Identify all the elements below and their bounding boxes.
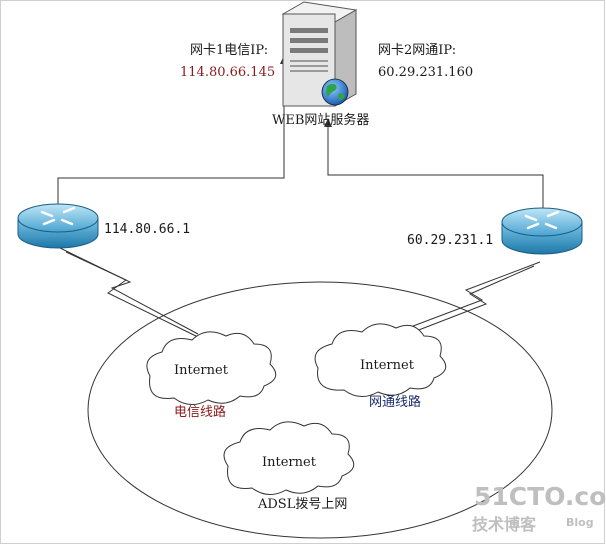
router-left-icon — [17, 203, 99, 249]
link-left-zigzag — [59, 247, 201, 339]
cloud-right-icon — [314, 323, 447, 397]
uplink-right — [324, 118, 544, 218]
server-tower-icon — [281, 1, 358, 107]
router-right-icon — [501, 207, 583, 255]
server-nic1-ip: 114.80.66.145 — [180, 65, 275, 80]
link-right-zigzag — [391, 261, 541, 339]
internet-region-ellipse — [87, 281, 553, 539]
server-caption: WEB网站服务器 — [272, 112, 369, 128]
router-left-ip: 114.80.66.1 — [104, 222, 190, 237]
globe-icon — [321, 78, 349, 106]
server-nic2-ip: 60.29.231.160 — [378, 65, 473, 80]
cloud-left-caption: 电信线路 — [174, 404, 226, 420]
cloud-bottom-label: Internet — [262, 455, 317, 470]
cloud-bottom-caption: ADSL拨号上网 — [257, 497, 347, 512]
server-nic2-label: 网卡2网通IP: — [378, 43, 456, 58]
watermark-logo: 51CTO.com 技术博客 Blog — [472, 482, 606, 534]
cloud-left-label: Internet — [174, 363, 229, 378]
watermark-sub: 技术博客 — [472, 515, 537, 534]
cloud-right-label: Internet — [360, 358, 415, 373]
watermark-blog: Blog — [566, 516, 594, 529]
cloud-left-icon — [146, 331, 277, 405]
server-nic1-label: 网卡1电信IP: — [190, 43, 268, 58]
cloud-bottom-icon — [223, 421, 355, 495]
cloud-right-caption: 网通线路 — [369, 394, 421, 410]
watermark-brand: 51CTO.com — [474, 482, 606, 511]
router-right-ip: 60.29.231.1 — [407, 233, 493, 248]
